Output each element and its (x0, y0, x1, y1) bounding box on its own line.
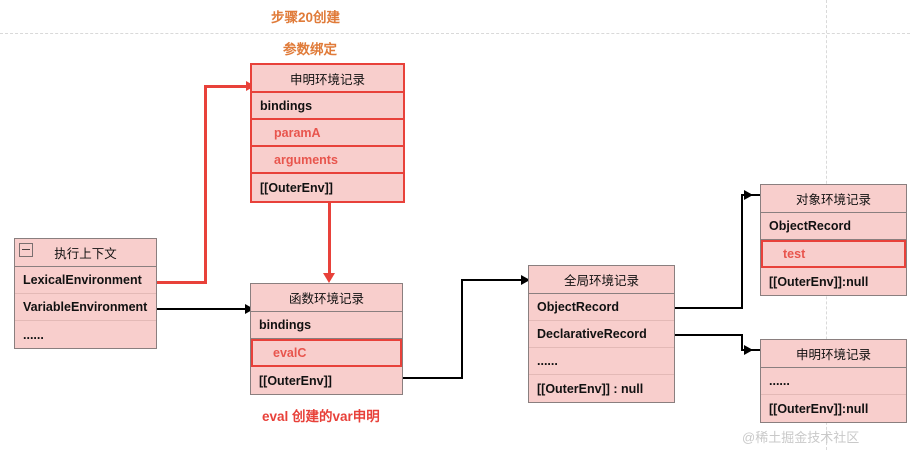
row-bindings: bindings (252, 93, 403, 120)
box-object-env: 对象环境记录 ObjectRecord test [[OuterEnv]]:nu… (760, 184, 907, 296)
row-ellipsis: ...... (761, 368, 906, 395)
row-outerenv: [[OuterEnv]]:null (769, 401, 869, 416)
row-declarative-record: DeclarativeRecord (529, 321, 674, 348)
step-title: 步骤20创建 (271, 10, 341, 25)
watermark: @稀土掘金技术社区 (742, 430, 860, 445)
connector-funcouter-v (461, 279, 463, 379)
row-ellipsis: ...... (23, 327, 44, 342)
box-execution-context: 执行上下文 LexicalEnvironment VariableEnviron… (14, 238, 157, 349)
connector-funcouter-h2 (461, 279, 525, 281)
row-paramA: paramA (252, 120, 403, 147)
connector-lexenv-h1 (155, 281, 207, 284)
row-outerenv: [[OuterEnv]]:null (769, 274, 869, 289)
row-variable-environment: VariableEnvironment (15, 294, 156, 321)
minus-icon[interactable] (19, 243, 33, 257)
connector-objrec-v (741, 194, 743, 309)
row-object-record: ObjectRecord (761, 213, 906, 240)
row-outerenv: [[OuterEnv]] (260, 180, 333, 195)
arrowhead-varenv (245, 304, 254, 314)
box-function-env: 函数环境记录 bindings evalC [[OuterEnv]] (250, 283, 403, 395)
guide-line-horizontal (0, 33, 910, 34)
connector-funcouter-h1 (403, 377, 463, 379)
arrowhead-objrec (744, 190, 753, 200)
connector-decrec-v (741, 334, 743, 351)
connector-objrec-h1 (675, 307, 743, 309)
box-global-env: 全局环境记录 ObjectRecord DeclarativeRecord ..… (528, 265, 675, 403)
connector-lexenv-v (204, 85, 207, 284)
step-subtitle: 参数绑定 (283, 42, 337, 57)
box-title: 对象环境记录 (761, 185, 906, 213)
row-object-record: ObjectRecord (529, 294, 674, 321)
box-title: 申明环境记录 (252, 65, 403, 93)
arrowhead-funcouter (521, 275, 530, 285)
box-declarative-env-top: 申明环境记录 bindings paramA arguments [[Outer… (250, 63, 405, 203)
row-arguments: arguments (252, 147, 403, 174)
row-evalC: evalC (251, 339, 402, 367)
box-declarative-env-right: 申明环境记录 ...... [[OuterEnv]]:null (760, 339, 907, 423)
connector-lexenv-h2 (204, 85, 249, 88)
row-bindings: bindings (251, 312, 402, 339)
row-outerenv: [[OuterEnv]] : null (537, 381, 644, 396)
arrowhead-outerenv-top (323, 273, 335, 283)
row-test: test (761, 240, 906, 268)
box-title: 全局环境记录 (529, 266, 674, 294)
arrowhead-decrec (744, 345, 753, 355)
row-ellipsis: ...... (529, 348, 674, 375)
row-lexical-environment: LexicalEnvironment (15, 267, 156, 294)
eval-note-label: eval 创建的var申明 (262, 409, 380, 424)
connector-decrec-h1 (675, 334, 743, 336)
box-title: 函数环境记录 (251, 284, 402, 312)
row-outerenv: [[OuterEnv]] (259, 373, 332, 388)
box-title: 申明环境记录 (761, 340, 906, 368)
connector-outerenv-top-v (328, 195, 331, 276)
connector-varenv-h (155, 308, 247, 310)
box-title: 执行上下文 (15, 239, 156, 267)
